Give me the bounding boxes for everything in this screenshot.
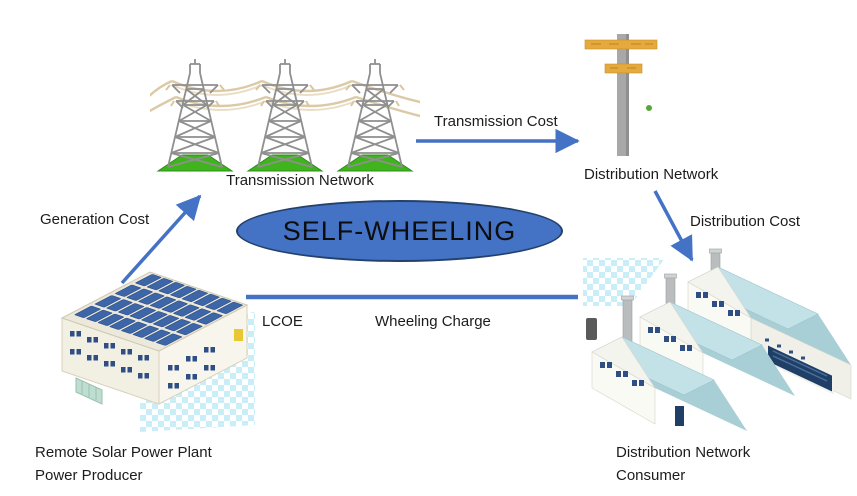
consumer-label: Distribution Network Consumer [616,441,750,487]
utility-pole-icon [583,28,663,162]
solar-plant-icon [50,265,265,435]
lcoe-label: LCOE [262,313,303,330]
generation-cost-label: Generation Cost [40,211,150,228]
power-producer-label-line2: Power Producer [35,467,143,484]
wheeling-charge-label: Wheeling Charge [375,313,491,330]
self-wheeling-title: SELF-WHEELING [282,215,517,246]
consumer-label-line1: Distribution Network [616,444,751,461]
distribution-cost-label: Distribution Cost [690,213,801,230]
transmission-cost-label: Transmission Cost [434,113,558,130]
consumer-label-line2: Consumer [616,467,686,484]
power-producer-label: Remote Solar Power Plant Power Producer [35,441,212,487]
distribution-network-label: Distribution Network [584,166,719,183]
transmission-network-label: Transmission Network [226,172,374,189]
transmission-towers-icon [150,53,420,177]
self-wheeling-ellipse: SELF-WHEELING [236,200,563,262]
factory-icon [575,248,857,448]
power-producer-label-line1: Remote Solar Power Plant [35,444,212,461]
